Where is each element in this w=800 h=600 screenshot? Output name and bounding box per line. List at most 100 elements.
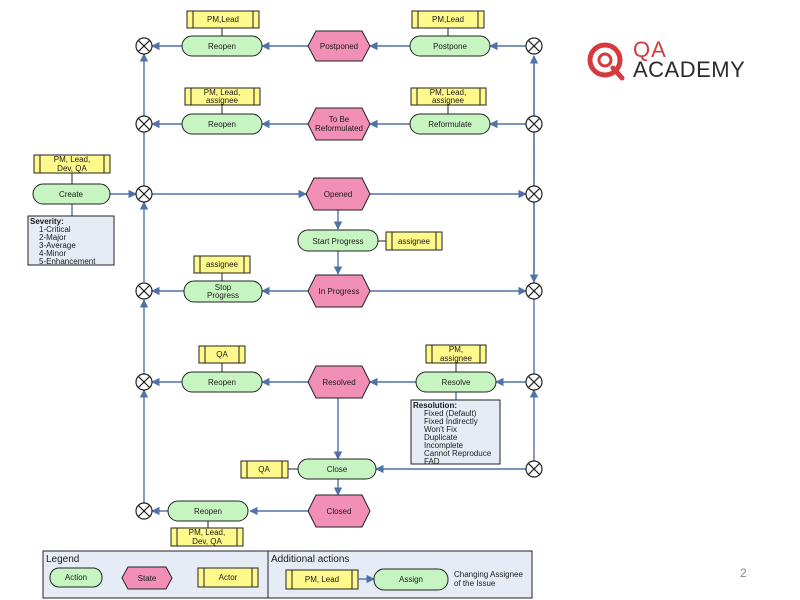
actor-label: QA	[258, 465, 270, 474]
severity-title: Severity:	[30, 217, 64, 226]
legend-actor: Actor	[197, 567, 259, 588]
actor-box: PM, Lead, assignee	[410, 87, 487, 106]
state-label: In Progress	[319, 287, 360, 296]
additional-actions-title: Additional actions	[271, 554, 349, 565]
actor-label: assignee	[206, 260, 239, 269]
state-label: Opened	[324, 190, 352, 199]
actor-label: assignee	[206, 96, 239, 105]
state-label: To Be	[329, 115, 350, 124]
actor-label: assignee	[440, 354, 473, 363]
actor-box: PM, Lead, assignee	[184, 87, 261, 106]
action-label: Progress	[207, 291, 239, 300]
actor-label: Dev, QA	[192, 537, 222, 546]
actor-box: PM,Lead	[411, 10, 485, 29]
action-reopen: Reopen	[181, 371, 263, 393]
legend-actor-example-label: PM, Lead	[305, 575, 339, 584]
action-reopen: Reopen	[167, 500, 249, 522]
actor-label: assignee	[432, 96, 465, 105]
xor-gateway-icon	[525, 185, 543, 203]
action-stop-progress: Stop Progress	[183, 280, 263, 303]
action-label: Reopen	[208, 378, 236, 387]
resolution-item: Duplicate	[424, 433, 458, 442]
action-label: Close	[327, 465, 348, 474]
state-resolved: Resolved	[307, 365, 371, 399]
state-opened: Opened	[305, 177, 371, 211]
actor-label: PM, Lead,	[54, 155, 90, 164]
xor-gateway-icon	[525, 282, 543, 300]
resolution-item: Fixed (Default)	[424, 409, 477, 418]
actor-label: PM, Lead,	[204, 88, 240, 97]
resolution-note: Resolution: Fixed (Default) Fixed Indire…	[410, 399, 501, 466]
resolution-item: Incomplete	[424, 441, 464, 450]
actors: PM,Lead PM,Lead PM, Lead, assignee PM, L…	[33, 10, 487, 547]
xor-gateway-icon	[525, 460, 543, 478]
action-reformulate: Reformulate	[409, 113, 491, 135]
xor-gateway-icon	[135, 502, 153, 520]
qa-academy-logo: QA ACADEMY	[585, 38, 760, 88]
xor-gateway-icon	[135, 373, 153, 391]
legend-assign-note: Changing Assignee	[454, 570, 523, 579]
action-label: Reformulate	[428, 120, 472, 129]
action-close: Close	[297, 458, 377, 480]
actor-box: assignee	[385, 231, 443, 251]
state-to-be-reformulated: To Be Reformulated	[307, 107, 371, 141]
severity-note: Severity: 1-Critical 2-Major 3-Average 4…	[27, 215, 115, 266]
action-postpone: Postpone	[409, 35, 491, 57]
actor-box: PM,Lead	[186, 10, 260, 29]
qa-logo-icon	[587, 42, 625, 81]
resolution-item: Won't Fix	[424, 425, 457, 434]
legend-actor-label: Actor	[219, 573, 238, 582]
legend-actor-example: PM, Lead	[285, 569, 359, 590]
resolution-title: Resolution:	[413, 401, 457, 410]
actor-box: assignee	[193, 255, 251, 274]
legend-title: Legend	[46, 554, 79, 565]
legend: Legend Action State Actor Additional act…	[42, 550, 533, 599]
actor-label: QA	[216, 350, 228, 359]
logo-text: QA ACADEMY	[633, 37, 746, 82]
legend-assign-label: Assign	[399, 575, 423, 584]
state-label: Reformulated	[315, 124, 363, 133]
action-label: Resolve	[442, 378, 471, 387]
actor-label: PM,Lead	[207, 15, 239, 24]
actor-box: PM, Lead, Dev, QA	[33, 154, 111, 174]
page-number: 2	[740, 566, 747, 580]
actor-label: assignee	[398, 237, 431, 246]
actor-label: PM,	[449, 345, 463, 354]
xor-gateway-icon	[525, 37, 543, 55]
actor-connectors	[71, 28, 457, 528]
connector-lines	[71, 41, 539, 516]
state-label: Postponed	[320, 42, 358, 51]
actor-label: PM, Lead,	[430, 88, 466, 97]
legend-state-label: State	[138, 574, 157, 583]
action-label: Create	[59, 190, 84, 199]
xor-gateway-icon	[135, 185, 153, 203]
action-create: Create	[32, 183, 111, 205]
logo-line2: ACADEMY	[633, 57, 746, 82]
actor-box: QA	[240, 460, 289, 479]
legend-assign-note: of the Issue	[454, 579, 496, 588]
actor-label: PM, Lead,	[189, 528, 225, 537]
xor-gateway-icon	[135, 282, 153, 300]
xor-gateway-icon	[135, 37, 153, 55]
actor-label: Dev, QA	[57, 164, 87, 173]
legend-state: State	[121, 566, 173, 590]
state-postponed: Postponed	[307, 30, 371, 62]
state-label: Resolved	[322, 378, 355, 387]
legend-action-label: Action	[65, 573, 87, 582]
action-label: Stop	[215, 283, 232, 292]
action-label: Start Progress	[312, 237, 363, 246]
states: Postponed To Be Reformulated Opened In P…	[305, 30, 371, 528]
resolution-item: Fixed Indirectly	[424, 417, 478, 426]
logo-line1: QA	[633, 37, 667, 62]
action-reopen: Reopen	[181, 113, 263, 135]
action-resolve: Resolve	[415, 371, 497, 393]
actor-box: PM, Lead, Dev, QA	[170, 527, 244, 547]
actor-box: QA	[198, 345, 246, 364]
severity-item: 1-Critical	[39, 225, 71, 234]
action-label: Postpone	[433, 42, 467, 51]
severity-item: 3-Average	[39, 241, 76, 250]
action-reopen: Reopen	[181, 35, 263, 57]
state-in-progress: In Progress	[307, 274, 371, 308]
action-label: Reopen	[194, 507, 222, 516]
